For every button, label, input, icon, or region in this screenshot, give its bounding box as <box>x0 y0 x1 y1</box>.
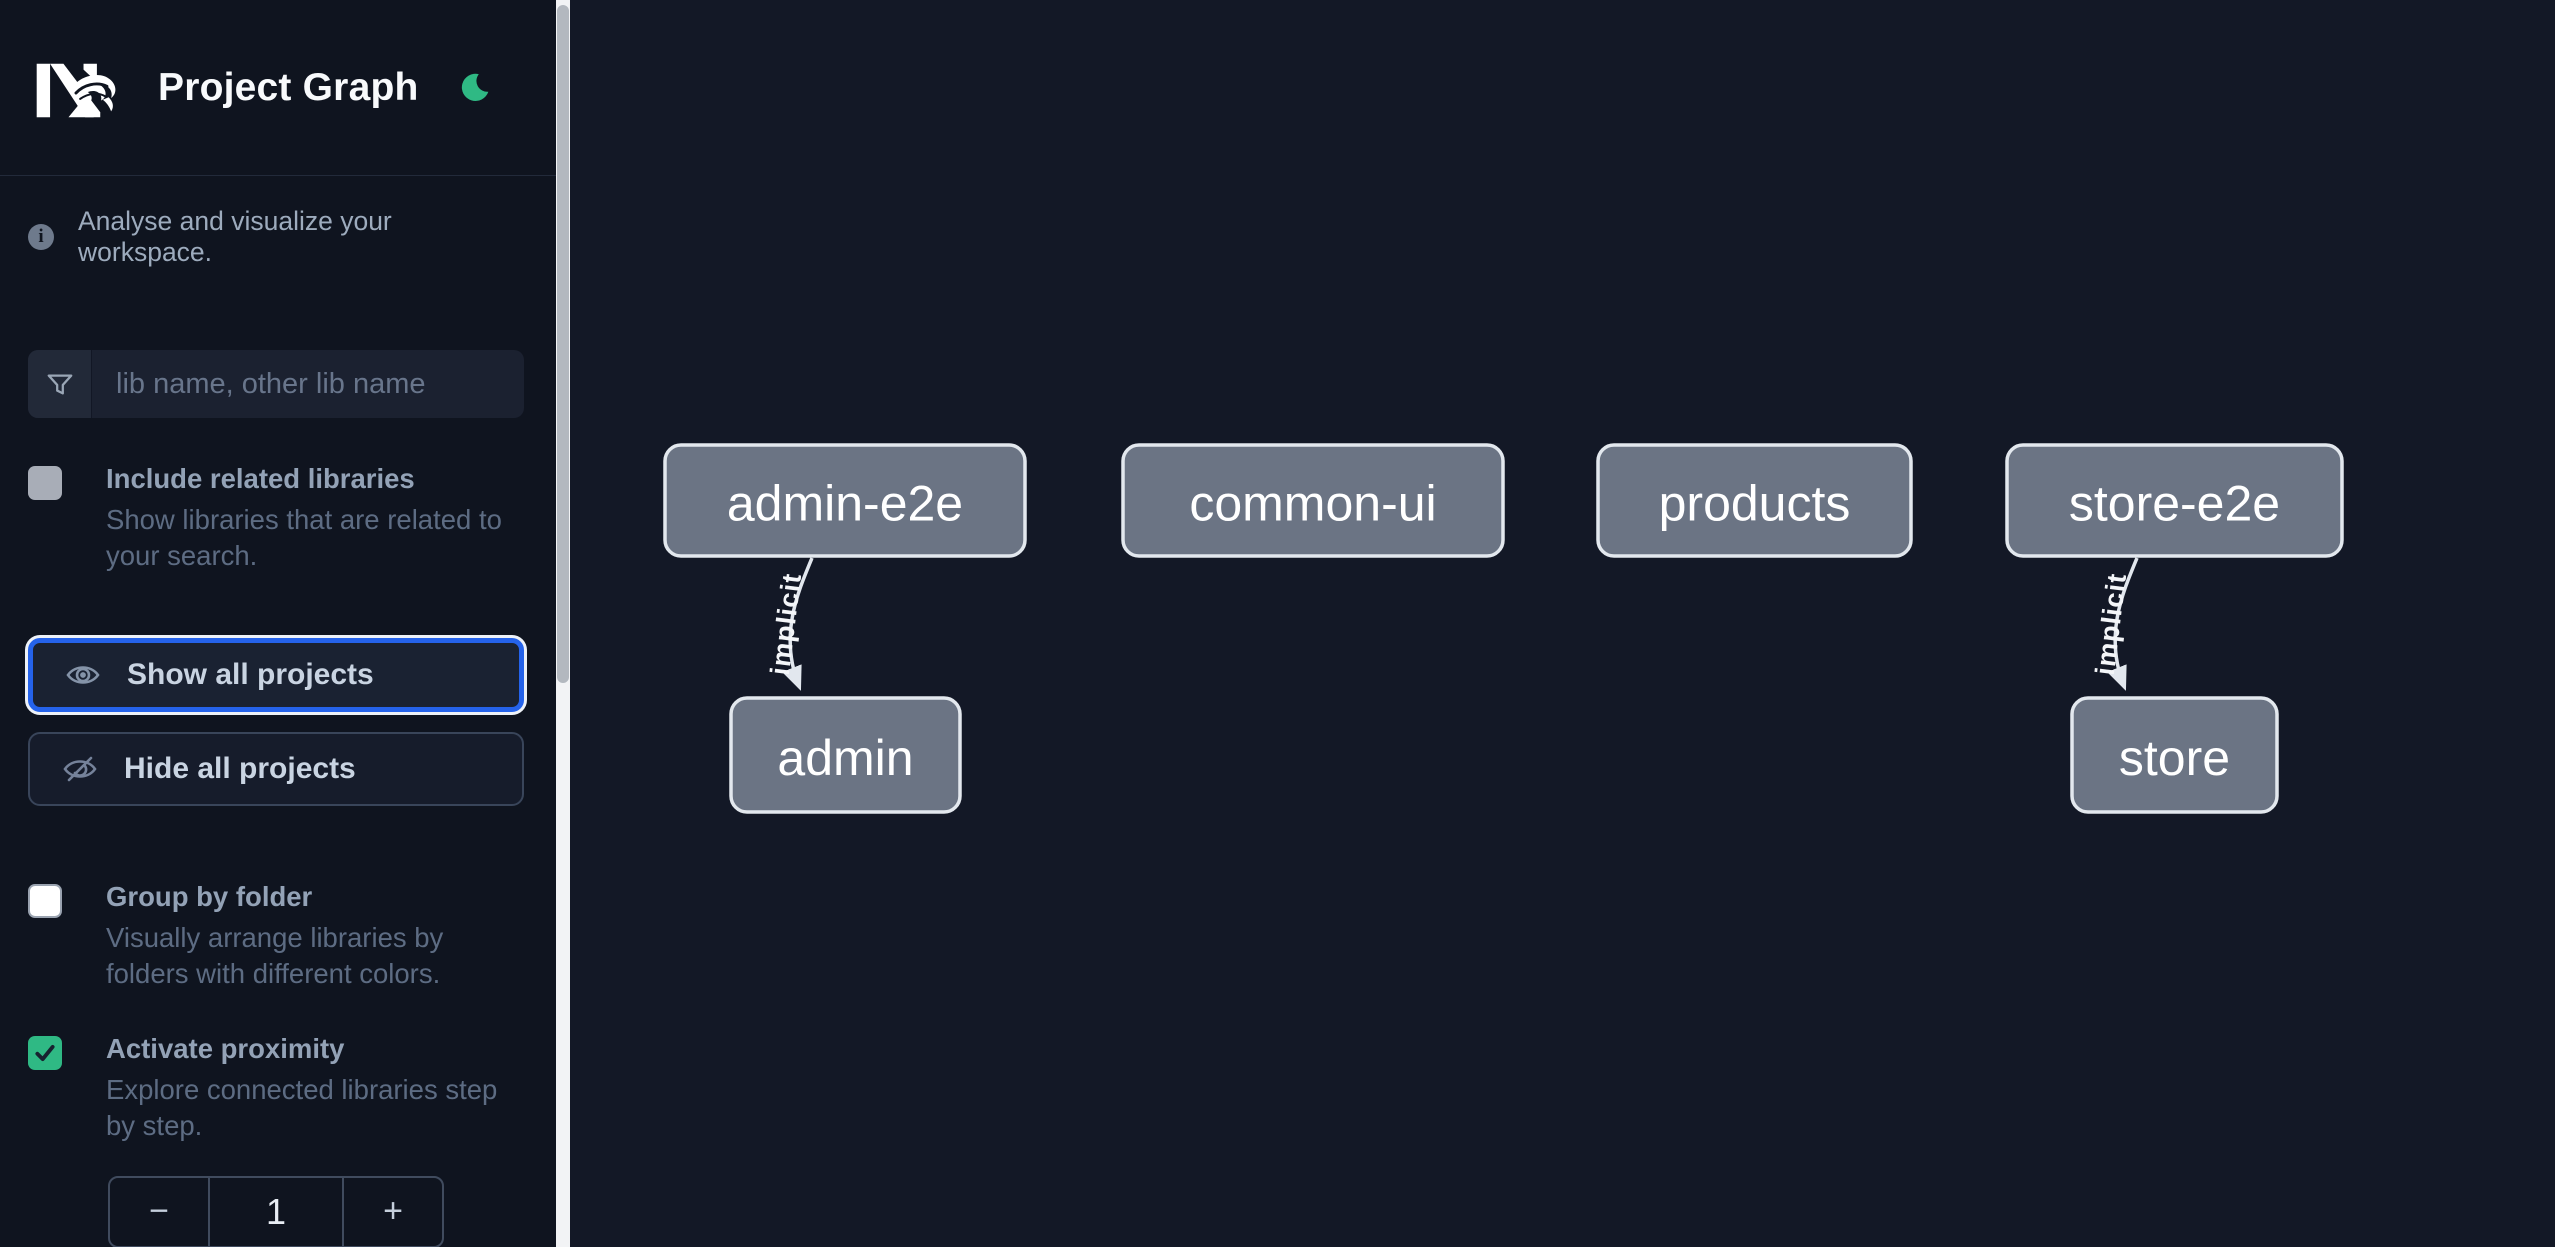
edge-admin-e2e-admin[interactable] <box>782 557 814 691</box>
svg-text:admin: admin <box>777 730 913 786</box>
proximity-stepper: − 1 + <box>108 1175 444 1247</box>
scrollbar-thumb[interactable] <box>557 5 569 683</box>
hide-all-projects-button[interactable]: Hide all projects <box>28 731 524 806</box>
project-graph-svg: implicit implicit admin-e2e common-ui produc… <box>663 443 2344 814</box>
stepper-increment-button[interactable]: + <box>342 1177 442 1246</box>
filter-input[interactable] <box>92 350 524 418</box>
sidebar-content: i Analyse and visualize your workspace. … <box>0 206 556 1247</box>
activate-proximity-block: Activate proximity Explore connected lib… <box>28 1032 524 1144</box>
include-related-label[interactable]: Include related libraries <box>106 463 415 494</box>
stepper-decrement-button[interactable]: − <box>110 1177 210 1246</box>
svg-text:admin-e2e: admin-e2e <box>727 476 963 532</box>
page-title: Project Graph <box>158 65 419 109</box>
sidebar: Project Graph i Analyse and visualize yo… <box>0 0 556 1247</box>
activate-proximity-description: Explore connected libraries step by step… <box>106 1074 498 1141</box>
funnel-icon <box>28 350 92 418</box>
hide-all-projects-label: Hide all projects <box>124 751 356 785</box>
graph-node-store[interactable]: store <box>2070 696 2279 814</box>
svg-text:common-ui: common-ui <box>1189 476 1436 532</box>
eye-off-icon <box>63 756 97 782</box>
info-icon: i <box>28 224 54 250</box>
edge-store-e2e-store[interactable] <box>2107 557 2139 691</box>
graph-node-admin-e2e[interactable]: admin-e2e <box>663 443 1027 558</box>
edge-label-admin-e2e-admin: implicit <box>765 571 807 676</box>
info-text: Analyse and visualize your workspace. <box>78 206 392 267</box>
stepper-value: 1 <box>265 1190 287 1232</box>
include-related-description: Show libraries that are related to your … <box>106 504 502 572</box>
eye-icon <box>66 666 100 684</box>
show-all-projects-label: Show all projects <box>127 657 374 691</box>
svg-text:products: products <box>1659 476 1851 532</box>
group-by-folder-description: Visually arrange libraries by folders wi… <box>106 922 444 989</box>
sidebar-header: Project Graph <box>0 0 556 176</box>
graph-node-admin[interactable]: admin <box>729 696 962 814</box>
sidebar-scrollbar[interactable] <box>556 0 570 1247</box>
graph-node-store-e2e[interactable]: store-e2e <box>2005 443 2344 558</box>
graph-canvas[interactable]: implicit implicit admin-e2e common-ui produc… <box>570 0 2555 1247</box>
svg-text:store-e2e: store-e2e <box>2069 476 2280 532</box>
show-all-projects-button[interactable]: Show all projects <box>28 637 524 712</box>
group-by-folder-block: Group by folder Visually arrange librari… <box>28 880 524 992</box>
graph-node-products[interactable]: products <box>1596 443 1913 558</box>
moon-icon[interactable] <box>457 71 491 105</box>
group-by-folder-checkbox[interactable] <box>28 883 62 918</box>
graph-node-common-ui[interactable]: common-ui <box>1121 443 1505 558</box>
activate-proximity-checkbox[interactable] <box>28 1035 62 1070</box>
edge-label-store-e2e-store: implicit <box>2090 571 2132 676</box>
info-row: i Analyse and visualize your workspace. <box>28 206 524 268</box>
include-related-block: Include related libraries Show libraries… <box>28 462 524 574</box>
svg-text:store: store <box>2119 730 2230 786</box>
filter-box <box>28 350 524 418</box>
include-related-checkbox[interactable] <box>28 466 62 500</box>
nx-logo <box>36 63 116 117</box>
group-by-folder-label[interactable]: Group by folder <box>106 880 313 912</box>
checkmark-icon <box>35 1044 55 1061</box>
activate-proximity-label[interactable]: Activate proximity <box>106 1032 345 1064</box>
